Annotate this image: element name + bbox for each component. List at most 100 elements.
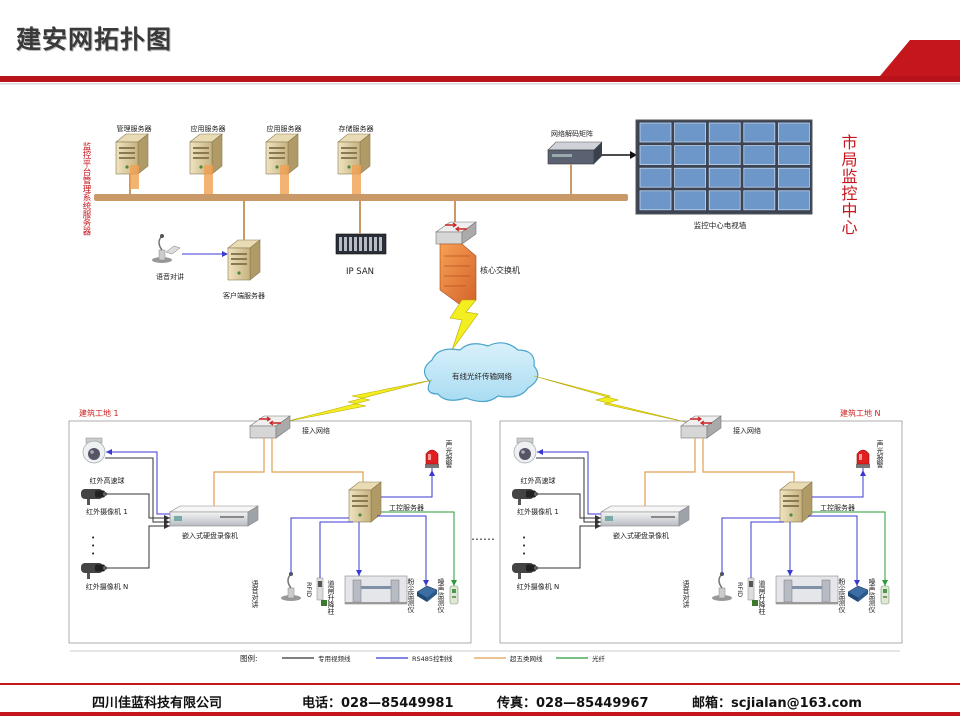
dots: • xyxy=(91,550,95,558)
monitor-screen xyxy=(708,122,741,143)
video-wall: 监控中心电视墙 xyxy=(635,119,813,230)
monitor-screen xyxy=(639,122,672,143)
ir-camera-icon xyxy=(512,489,538,505)
legend-item-label: 专用视频线 xyxy=(318,654,351,663)
core-switch-label: 核心交换机 xyxy=(480,265,520,275)
switch-icon xyxy=(249,415,291,439)
rfid-label: RFID xyxy=(305,582,313,597)
industrial-server-label: 工控服务器 xyxy=(820,503,855,512)
server-label: 应用服务器 xyxy=(267,124,302,133)
footer-contact: 四川佳蓝科技有限公司 电话：028—85449981 传真：028—854499… xyxy=(0,688,960,712)
ir-camera-label: 红外摄像机 1 xyxy=(517,507,559,516)
ip-san: IP SAN xyxy=(335,201,387,277)
alarm-icon xyxy=(424,449,440,469)
rfid-label: RFID xyxy=(736,582,744,597)
monitor-screen xyxy=(708,167,741,188)
monitor-screen xyxy=(778,190,810,211)
legend-item-label: 超五类网线 xyxy=(510,654,543,663)
dots: • xyxy=(522,534,526,542)
monitor-screen xyxy=(778,122,810,143)
client-server: 客户端服务器 xyxy=(223,201,265,300)
dots: • xyxy=(522,550,526,558)
alarm-icon xyxy=(855,449,871,469)
noise-monitor-label: 噪声监测仪 xyxy=(437,578,445,613)
ir-camera-icon xyxy=(81,489,107,505)
dome-camera-icon xyxy=(82,437,106,464)
decoder-label: 网络解码矩阵 xyxy=(551,129,593,138)
access-network-label: 接入网络 xyxy=(302,426,330,435)
fax-number: 传真：028—85449967 xyxy=(497,696,649,711)
monitor-screen xyxy=(743,122,776,143)
site-ellipsis: …… xyxy=(471,529,495,543)
monitor-screen xyxy=(639,145,672,166)
monitor-screen xyxy=(708,145,741,166)
server-label: 存储服务器 xyxy=(339,124,374,133)
dust-monitor-label: 粉尘监测仪 xyxy=(838,577,846,613)
dome-camera-icon xyxy=(513,437,537,464)
nvr-label: 嵌入式硬盘录像机 xyxy=(613,531,669,540)
industrial-server-icon xyxy=(779,481,813,523)
noise-monitor-icon xyxy=(880,585,890,605)
microphone-icon xyxy=(151,233,173,264)
ir-camera-label: 红外摄像机 N xyxy=(86,582,128,591)
intercom-label: 语音对讲 xyxy=(156,272,184,281)
footer-decoration xyxy=(0,683,960,716)
monitor-screen xyxy=(743,145,776,166)
nvr-icon xyxy=(600,505,690,527)
intercom-label: 语音对讲 xyxy=(682,579,690,609)
monitor-screen xyxy=(674,167,706,188)
ir-camera-label: 红外摄像机 1 xyxy=(86,507,128,516)
site-name: 建筑工地 N xyxy=(840,408,881,418)
rfid-reader-icon xyxy=(747,577,759,607)
noise-monitor-label: 噪声监测仪 xyxy=(868,578,876,613)
server-storage: 存储服务器 xyxy=(337,124,374,194)
switch-icon xyxy=(435,221,477,245)
backbone-bus xyxy=(94,194,628,201)
nvr-label: 嵌入式硬盘录像机 xyxy=(182,531,238,540)
wireless-link-icon xyxy=(449,299,479,351)
intercom-icon xyxy=(280,571,302,602)
monitor-screen xyxy=(708,190,741,211)
monitor-screen xyxy=(639,190,672,211)
server-label: 管理服务器 xyxy=(117,124,152,133)
platform-side-label: 监控平台管理系统服务器 xyxy=(81,141,91,236)
wireless-link-icon xyxy=(283,379,433,423)
client-server-label: 客户端服务器 xyxy=(223,291,265,300)
company-name: 四川佳蓝科技有限公司 xyxy=(92,696,223,711)
server-app-1: 应用服务器 xyxy=(189,124,226,194)
ir-camera-icon xyxy=(512,563,538,579)
header-decoration xyxy=(0,40,960,85)
alarm-label: 声光报警 xyxy=(876,439,884,469)
intercom-label: 语音对讲 xyxy=(251,579,259,609)
switch-icon xyxy=(680,415,722,439)
monitor-screen xyxy=(674,145,706,166)
network-decoder: 网络解码矩阵 xyxy=(547,129,637,194)
dust-monitor-label: 粉尘监测仪 xyxy=(407,577,415,613)
monitor-screen xyxy=(743,167,776,188)
firewall-icon xyxy=(439,243,477,307)
server-icon xyxy=(227,239,261,281)
noise-monitor-icon xyxy=(449,585,459,605)
monitor-screen xyxy=(674,122,706,143)
dust-monitor-icon xyxy=(847,585,869,603)
monitor-screen xyxy=(674,190,706,211)
center-intercom: 语音对讲 xyxy=(151,233,228,281)
city-center-label: 市局监控中心 xyxy=(839,134,858,236)
page-title: 建安网拓扑图 xyxy=(16,25,173,54)
video-wall-label: 监控中心电视墙 xyxy=(694,220,747,230)
dust-monitor-icon xyxy=(416,585,438,603)
nvr-icon xyxy=(169,505,259,527)
industrial-server-icon xyxy=(348,481,382,523)
intercom-icon xyxy=(711,571,733,602)
rfid-reader-icon xyxy=(316,577,328,607)
dome-camera-label: 红外高速球 xyxy=(521,476,556,485)
site-name: 建筑工地 1 xyxy=(79,408,119,418)
industrial-server-label: 工控服务器 xyxy=(389,503,424,512)
legend-item-label: RS485控制线 xyxy=(412,654,453,663)
email-address: 邮箱：scjialan@163.com xyxy=(692,696,862,711)
barrier-gate-icon xyxy=(344,575,408,605)
